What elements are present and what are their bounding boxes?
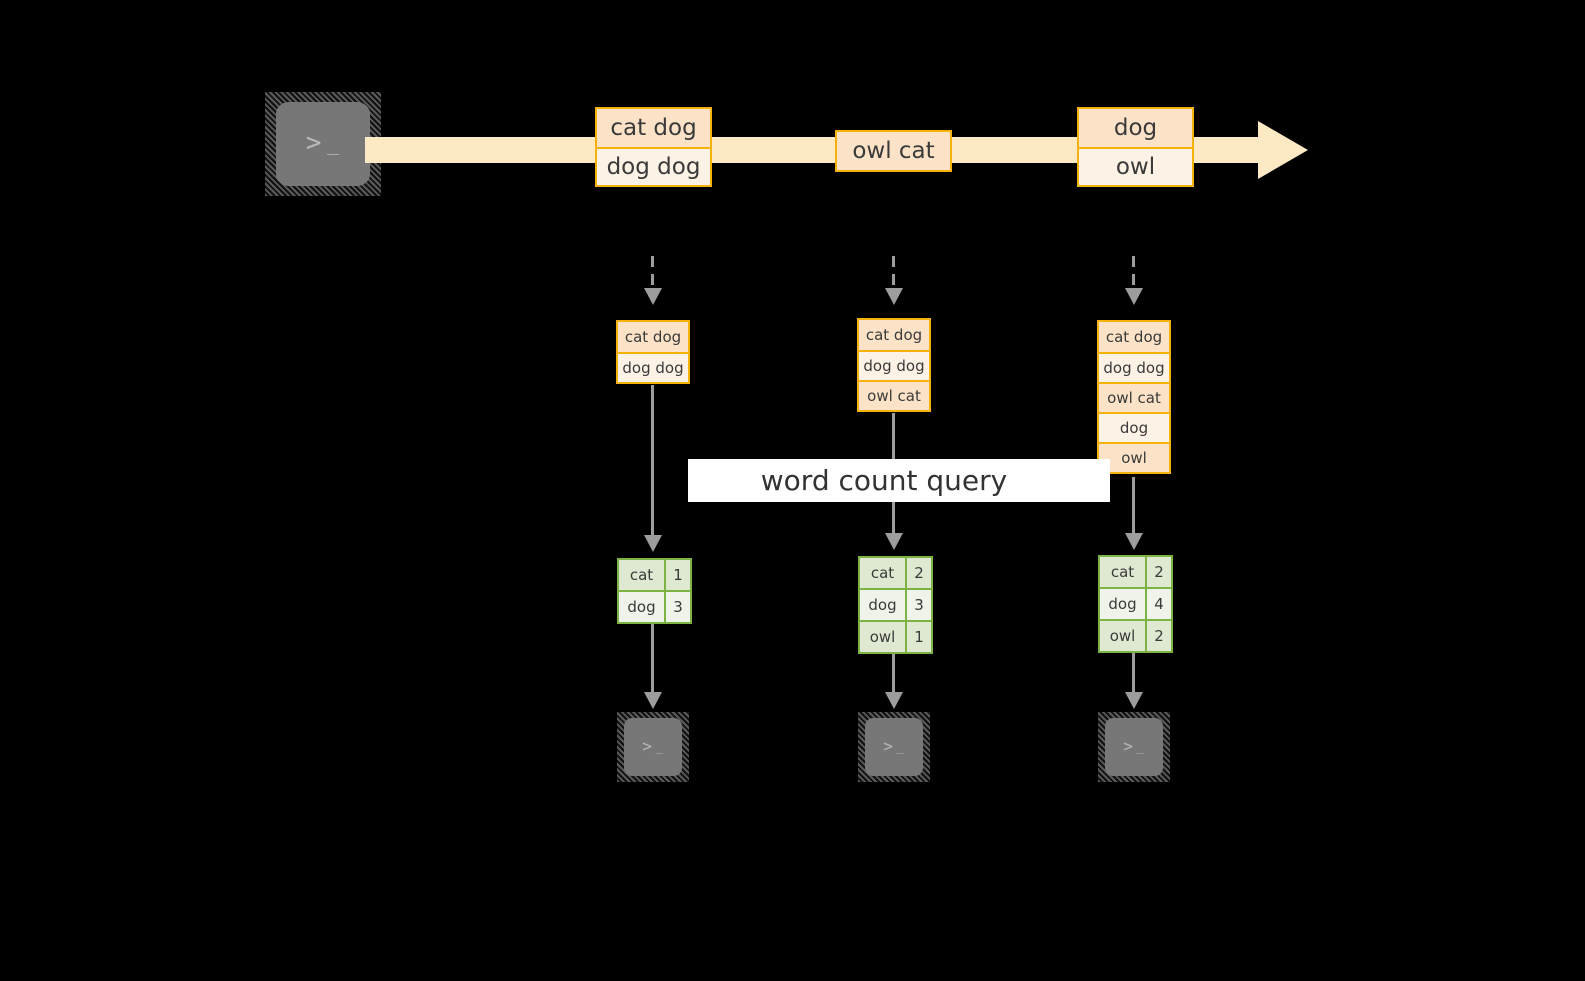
prompt-chevron-icon: > (305, 127, 323, 158)
table-row: dog 4 (1100, 587, 1171, 619)
table-cell-count: 1 (907, 622, 931, 652)
snapshot-record: owl cat (1099, 382, 1169, 412)
stream-record: owl (1079, 147, 1192, 185)
ingest-arrow-icon-3 (1125, 288, 1143, 305)
prompt-chevron-icon: > (642, 736, 653, 756)
query-connector-3 (1132, 477, 1135, 533)
prompt-cursor-icon: _ (896, 738, 905, 754)
stream-group-3: dog owl (1077, 107, 1194, 187)
table-row: owl 1 (860, 620, 931, 652)
query-arrow-icon-2 (885, 533, 903, 550)
ingest-connector-3 (1132, 256, 1135, 288)
terminal-icon-consumer-2: > _ (858, 712, 930, 782)
table-cell-count: 2 (907, 558, 931, 588)
snapshot-record: dog dog (1099, 352, 1169, 382)
table-cell-word: cat (1100, 557, 1147, 587)
stream-arrow-icon (1258, 121, 1308, 179)
table-cell-count: 3 (666, 592, 690, 622)
output-connector-2 (892, 652, 895, 692)
table-row: cat 1 (619, 560, 690, 590)
stream-record: cat dog (597, 109, 710, 147)
prompt-chevron-icon: > (1123, 736, 1134, 756)
table-cell-word: cat (860, 558, 907, 588)
terminal-prompt: > _ (1123, 738, 1144, 754)
output-connector-1 (651, 622, 654, 692)
table-cell-word: dog (1100, 589, 1147, 619)
table-cell-count: 2 (1147, 557, 1171, 587)
snapshot-records-1: cat dog dog dog (616, 320, 690, 384)
result-table-3: cat 2 dog 4 owl 2 (1098, 555, 1173, 653)
prompt-cursor-icon: _ (1136, 738, 1145, 754)
snapshot-record: dog (1099, 412, 1169, 442)
table-row: cat 2 (860, 558, 931, 588)
prompt-cursor-icon: _ (655, 738, 664, 754)
ingest-connector-1 (651, 256, 654, 288)
table-row: dog 3 (860, 588, 931, 620)
table-cell-count: 3 (907, 590, 931, 620)
terminal-screen (865, 718, 923, 776)
output-arrow-icon-2 (885, 692, 903, 709)
result-table-1: cat 1 dog 3 (617, 558, 692, 624)
terminal-screen (1105, 718, 1163, 776)
result-table-2: cat 2 dog 3 owl 1 (858, 556, 933, 654)
query-connector-1 (651, 385, 654, 535)
terminal-screen (276, 102, 370, 186)
terminal-screen (624, 718, 682, 776)
table-cell-count: 4 (1147, 589, 1171, 619)
stream-record: dog dog (597, 147, 710, 185)
prompt-cursor-icon: _ (327, 130, 341, 155)
terminal-prompt: > _ (642, 738, 663, 754)
terminal-prompt: > _ (306, 130, 341, 156)
stream-group-2: owl cat (835, 130, 952, 172)
stream-record: dog (1079, 109, 1192, 147)
ingest-arrow-icon-2 (885, 288, 903, 305)
snapshot-record: dog dog (618, 352, 688, 382)
terminal-prompt: > _ (883, 738, 904, 754)
table-cell-word: dog (619, 592, 666, 622)
table-cell-word: owl (860, 622, 907, 652)
query-label: word count query (688, 459, 1110, 502)
table-row: dog 3 (619, 590, 690, 622)
stream-record: owl cat (837, 132, 950, 170)
output-arrow-icon-1 (644, 692, 662, 709)
terminal-icon-consumer-3: > _ (1098, 712, 1170, 782)
output-connector-3 (1132, 651, 1135, 692)
output-arrow-icon-3 (1125, 692, 1143, 709)
snapshot-record: owl cat (859, 380, 929, 410)
terminal-icon-producer: > _ (265, 92, 381, 196)
snapshot-record: owl (1099, 442, 1169, 472)
snapshot-record: cat dog (618, 322, 688, 352)
ingest-connector-2 (892, 256, 895, 288)
prompt-chevron-icon: > (883, 736, 894, 756)
snapshot-records-3: cat dog dog dog owl cat dog owl (1097, 320, 1171, 474)
table-cell-word: owl (1100, 621, 1147, 651)
snapshot-records-2: cat dog dog dog owl cat (857, 318, 931, 412)
stream-group-1: cat dog dog dog (595, 107, 712, 187)
terminal-icon-consumer-1: > _ (617, 712, 689, 782)
query-arrow-icon-3 (1125, 533, 1143, 550)
snapshot-record: dog dog (859, 350, 929, 380)
ingest-arrow-icon-1 (644, 288, 662, 305)
snapshot-record: cat dog (1099, 322, 1169, 352)
table-cell-word: cat (619, 560, 666, 590)
query-arrow-icon-1 (644, 535, 662, 552)
table-cell-word: dog (860, 590, 907, 620)
table-row: cat 2 (1100, 557, 1171, 587)
snapshot-record: cat dog (859, 320, 929, 350)
table-row: owl 2 (1100, 619, 1171, 651)
table-cell-count: 2 (1147, 621, 1171, 651)
table-cell-count: 1 (666, 560, 690, 590)
